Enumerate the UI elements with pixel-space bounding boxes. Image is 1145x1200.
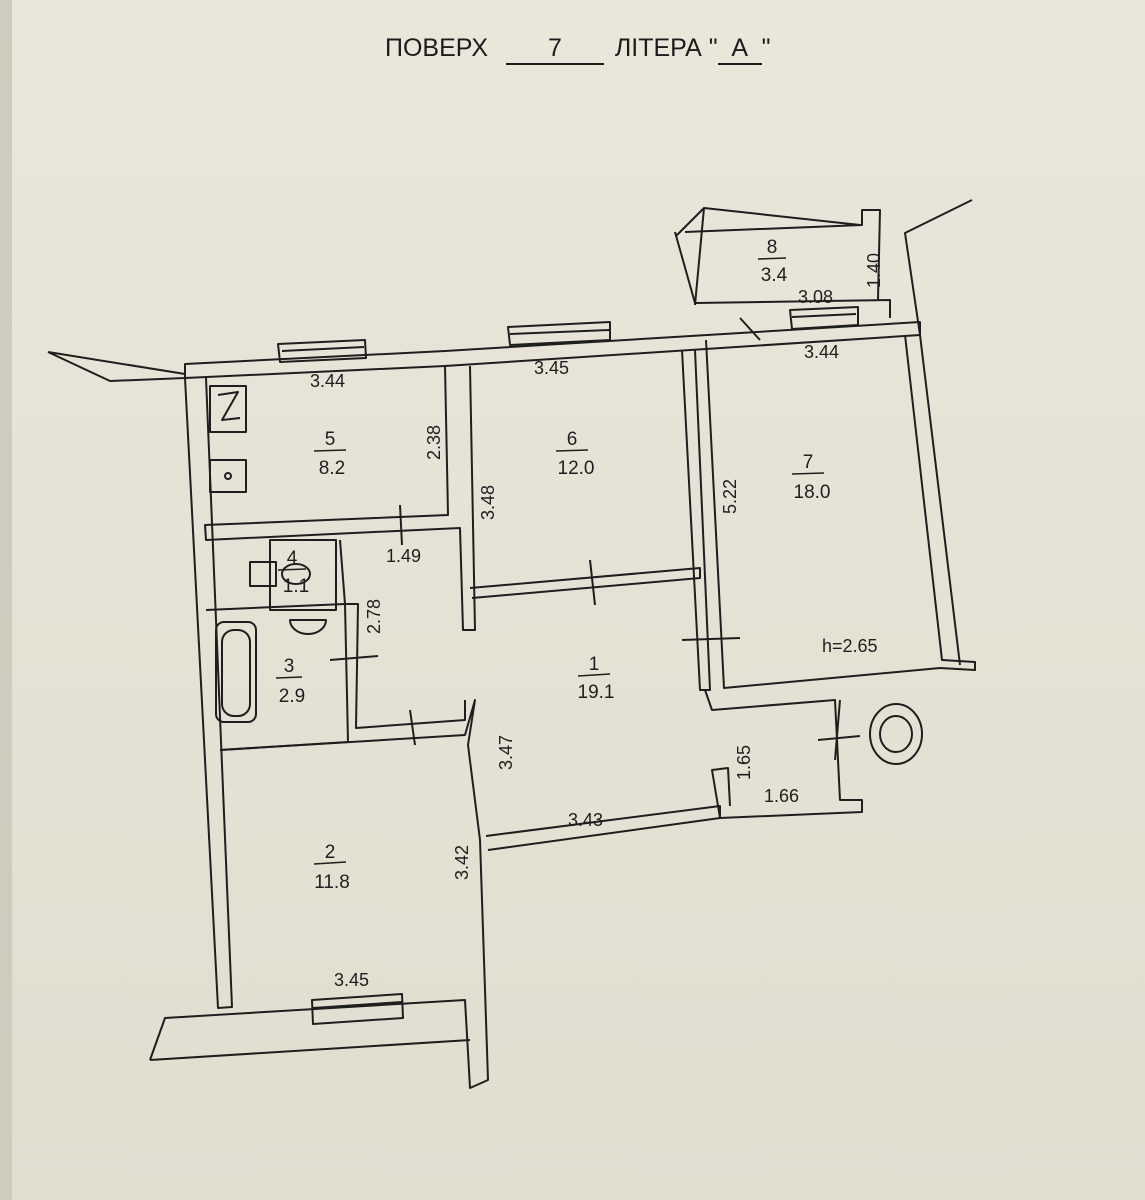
wall-closet (704, 689, 863, 819)
floor-header: ПОВЕРХ 7 ЛІТЕРА "А" (385, 34, 771, 65)
page-edge-shadow (0, 0, 12, 1200)
room7-width-dim: 3.44 (804, 342, 839, 362)
room-6-fraction-line (555, 449, 589, 452)
stove-symbol (217, 391, 241, 421)
ceiling-height: h=2.65 (822, 636, 878, 656)
corridor-width-dim: 1.49 (386, 546, 421, 566)
washbasin-fixture (289, 619, 327, 635)
sink-drain (224, 472, 232, 480)
toilet-box (269, 539, 337, 611)
wall-corridor (339, 539, 466, 729)
wall-closet-side (834, 699, 841, 761)
room-1-area: 19.1 (578, 682, 615, 703)
wall-top-right (904, 199, 973, 336)
wall-balcony-outer (684, 209, 881, 301)
wall-top-left-stub (47, 351, 186, 382)
room7-depth-dim: 5.22 (720, 479, 740, 514)
sink-fixture (209, 459, 247, 493)
room-8-number: 8 (767, 237, 778, 258)
room6-width-dim: 3.45 (534, 358, 569, 378)
room1-width-dim: 3.43 (568, 810, 603, 830)
room-8-fraction-line (757, 257, 787, 260)
wall-room6-bottom (469, 567, 701, 599)
room-2-fraction-line (313, 861, 347, 865)
wall-room1-bottom (485, 805, 721, 851)
window-room6 (507, 321, 611, 346)
room-3-area: 2.9 (279, 686, 305, 707)
window-room2 (311, 993, 404, 1025)
room5-width-dim: 3.44 (310, 371, 345, 391)
wall-bottom-left (149, 839, 489, 1089)
wall-right-outer (919, 334, 961, 666)
letter-value: А (731, 34, 749, 62)
room-5-area: 8.2 (319, 458, 345, 479)
room-7-number: 7 (803, 452, 814, 473)
room-3-number: 3 (284, 656, 295, 677)
wall-room6-7 (681, 349, 711, 691)
room-7-fraction-line (791, 472, 825, 475)
room-1-fraction-line (577, 673, 611, 677)
room-3-fraction-line (275, 676, 303, 679)
room-5-fraction-line (313, 449, 347, 452)
dimension-labels: 3.44 2.38 3.45 3.48 3.44 5.22 3.08 1.40 … (310, 253, 884, 990)
room-2-area: 11.8 (314, 872, 350, 893)
room-labels: 1 19.1 2 11.8 3 2.9 4 1.1 5 8.2 6 12.0 7… (275, 237, 831, 893)
room-4-number: 4 (287, 548, 298, 569)
room-4-area: 1.1 (283, 576, 309, 597)
wall-left (184, 377, 233, 1009)
ventilation-duct-inner (879, 715, 913, 753)
window-room5 (277, 339, 367, 363)
room-2-number: 2 (325, 842, 336, 863)
letter-label: ЛІТЕРА (614, 34, 702, 62)
room2-depth-dim: 3.42 (452, 845, 472, 880)
room2-width-dim: 3.45 (334, 970, 369, 990)
bathtub-inner (221, 629, 251, 717)
closet-width-dim: 1.66 (764, 786, 799, 806)
room-6-area: 12.0 (558, 458, 595, 479)
wall-room7 (705, 334, 976, 689)
room-7-area: 18.0 (794, 482, 831, 503)
room-5-number: 5 (325, 429, 336, 450)
balcony-width-dim: 3.08 (798, 287, 833, 307)
stove-fixture (209, 385, 247, 433)
toilet-tank (249, 561, 277, 587)
corridor-length-dim: 2.78 (364, 599, 384, 634)
wall-bathroom (205, 603, 349, 751)
doors (329, 317, 861, 746)
room6-depth-dim: 3.48 (478, 485, 498, 520)
walls (47, 199, 976, 1089)
balcony-rail (675, 207, 861, 306)
room1-depth-dim: 3.47 (496, 735, 516, 770)
letter-value-field: А (717, 34, 762, 65)
wall-room5-6 (204, 365, 476, 631)
floor-label: ПОВЕРХ (385, 34, 488, 62)
room-8-area: 3.4 (761, 265, 788, 286)
floor-value: 7 (547, 34, 562, 62)
closet-depth-dim: 1.65 (734, 745, 754, 780)
window-room7 (789, 306, 859, 330)
room5-depth-dim: 2.38 (424, 425, 444, 460)
wall-room2-top (219, 699, 481, 841)
room-4-fraction-line (277, 568, 307, 571)
floor-value-field: 7 (505, 34, 604, 65)
wall-balcony (674, 231, 891, 318)
room-6-number: 6 (567, 429, 578, 450)
balcony-depth-dim: 1.40 (864, 253, 884, 288)
room-1-number: 1 (589, 654, 600, 675)
bathtub-fixture (215, 621, 257, 723)
wall-bottom-left-outer (149, 1039, 471, 1061)
ventilation-duct (869, 703, 923, 765)
toilet-bowl (281, 563, 311, 585)
